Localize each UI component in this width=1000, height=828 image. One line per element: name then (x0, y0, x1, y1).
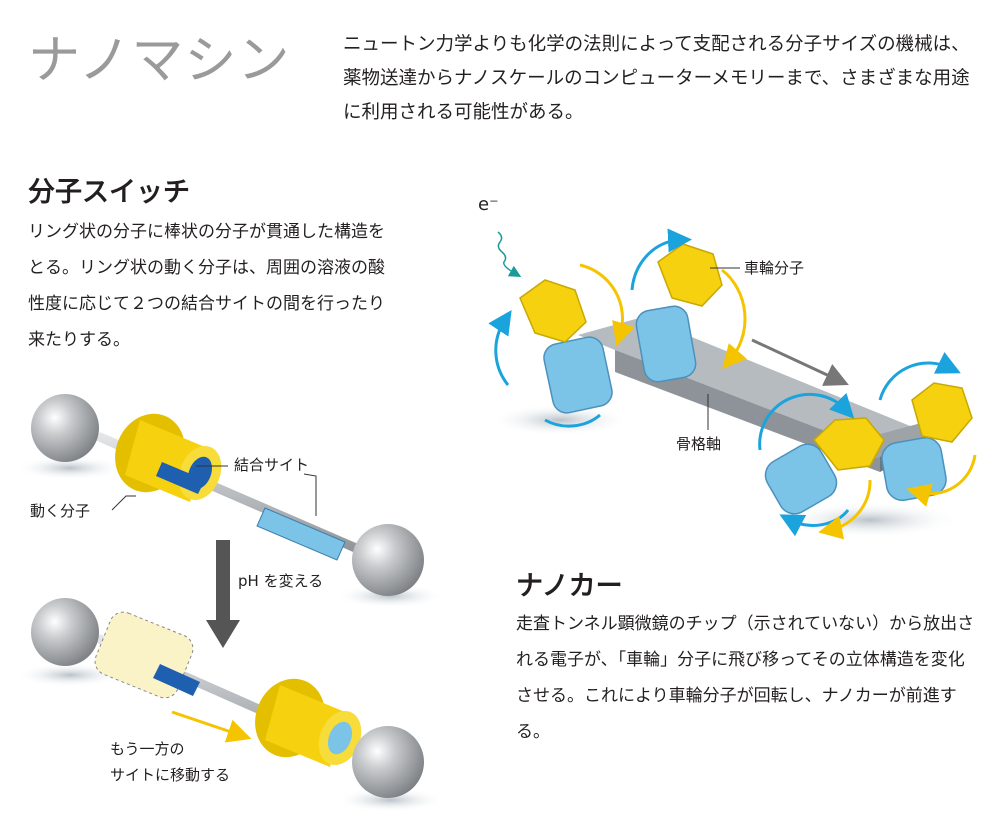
nanocar-title: ナノカー (516, 571, 623, 602)
label-move-other-site-2: サイトに移動する (110, 766, 230, 784)
wheel-molecule-blue (543, 336, 613, 414)
stopper-ball (352, 524, 424, 596)
label-binding-site: 結合サイト (234, 456, 309, 474)
forward-motion-arrow (751, 338, 849, 386)
rotation-arrow-yellow (579, 263, 636, 347)
rotation-arrow-cyan (630, 228, 692, 291)
label-wheel-molecule: 車輪分子 (744, 259, 804, 277)
label-change-ph: pH を変える (238, 572, 323, 590)
label-axle: 骨格軸 (676, 435, 721, 453)
binding-site-1 (153, 664, 200, 696)
intro-text: ニュートン力学よりも化学の法則によって支配される分子サイズの機械は、薬物送達から… (343, 34, 970, 123)
label-moving-molecule: 動く分子 (30, 502, 90, 520)
ring-molecule (115, 413, 222, 502)
switch-before-molecule (15, 394, 445, 608)
rotation-arrow-yellow (818, 479, 872, 540)
nanocar-description: 走査トンネル顕微鏡のチップ（示されていない）から放出される電子が、「車輪」分子に… (516, 614, 975, 742)
wheel-molecule-yellow (657, 243, 723, 307)
stopper-ball (31, 598, 99, 666)
rotation-arrow-cyan (488, 310, 512, 386)
rotation-arrow-yellow (721, 268, 747, 370)
ring-molecule (255, 678, 362, 767)
nanocar-diagram (488, 228, 977, 540)
leader-line-binding-site (303, 473, 317, 516)
electron-label: e⁻ (478, 194, 499, 215)
ph-change-arrow (206, 540, 240, 648)
switch-title: 分子スイッチ (28, 177, 190, 208)
rotation-arrow-cyan (544, 413, 601, 428)
stopper-ball (352, 726, 424, 798)
binding-site-2 (256, 507, 346, 561)
switch-after-molecule (15, 598, 445, 812)
label-move-other-site-1: もう一方の (110, 740, 185, 758)
page-title: ナノマシン (28, 31, 291, 91)
wheel-molecule-yellow (911, 382, 973, 443)
electron-path-arrow (497, 231, 522, 277)
wheel-molecule-blue (764, 443, 838, 515)
rotation-arrow-cyan (758, 392, 855, 451)
rotation-arrow-cyan (878, 351, 961, 401)
stopper-ball (31, 394, 99, 462)
move-arrow (171, 710, 252, 743)
binding-site-1 (156, 462, 205, 494)
rotation-arrow-yellow (906, 454, 977, 507)
wheel-molecule-yellow (519, 279, 587, 343)
switch-description: リング状の分子に棒状の分子が貫通した構造をとる。リング状の動く分子は、周囲の溶液… (28, 222, 385, 350)
wheel-molecule-blue (635, 305, 697, 383)
leader-line-moving (111, 495, 136, 511)
wheel-molecule-yellow (812, 417, 885, 471)
